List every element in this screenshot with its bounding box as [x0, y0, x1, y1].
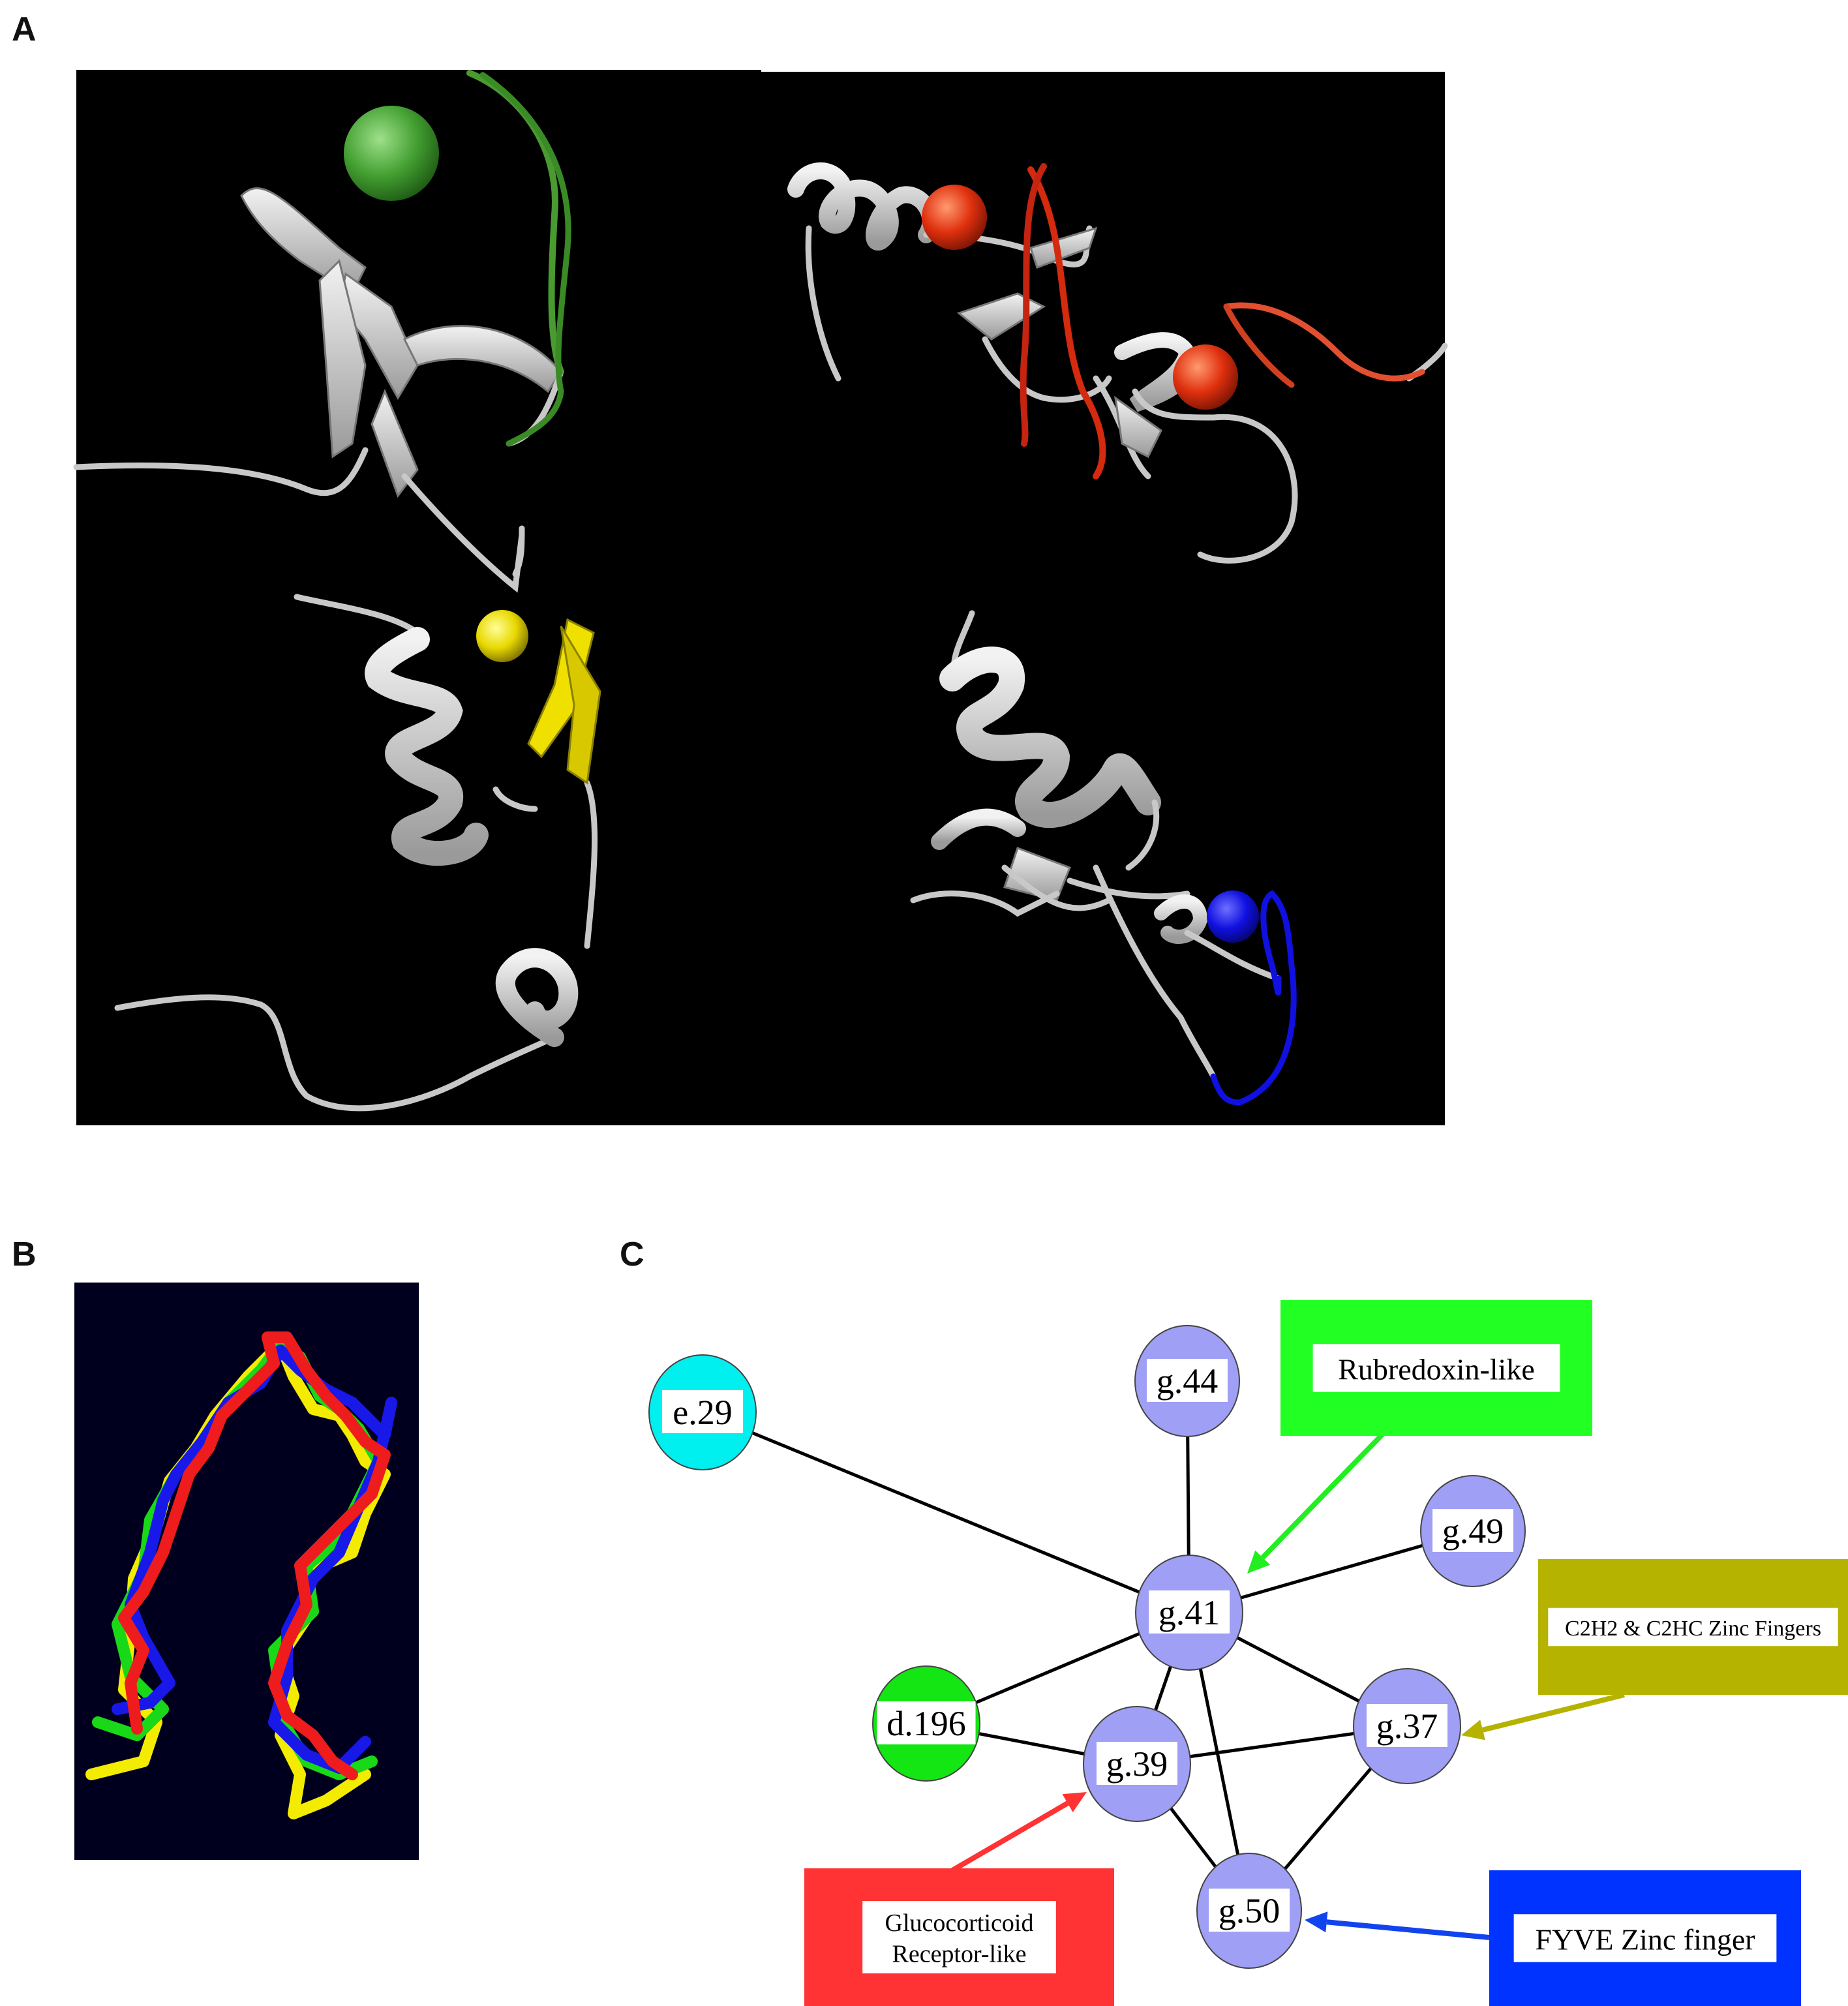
- annotation-label-background: [862, 1901, 1056, 1973]
- node-label: g.49: [1442, 1512, 1504, 1551]
- structure-top-right: [787, 162, 1448, 564]
- node-label-background: [662, 1390, 743, 1433]
- structure-bottom-right: [910, 610, 1297, 1106]
- network-nodes: e.29 g.44 g.49 g.41 d.196 g.39 g.37 g.50: [648, 1325, 1526, 1969]
- annotation-label-line: C2H2 & C2HC Zinc Fingers: [1565, 1617, 1821, 1641]
- node-label-background: [877, 1701, 976, 1744]
- metal-sphere-blue: [1207, 890, 1259, 943]
- node-e29: e.29: [648, 1354, 757, 1470]
- node-g41: g.41: [1135, 1555, 1243, 1671]
- annotation-label-line: FYVE Zinc finger: [1535, 1922, 1755, 1956]
- node-label-background: [1097, 1742, 1177, 1785]
- structure-top-left: [73, 70, 571, 593]
- arrow-glucocorticoid: [950, 1792, 1087, 1873]
- node-label-background: [1209, 1889, 1290, 1932]
- annotation-label-background: [1548, 1607, 1838, 1647]
- node-label-background: [1432, 1509, 1513, 1552]
- structure-bottom-left: [114, 525, 601, 1112]
- arrow-fyve: [1305, 1911, 1490, 1940]
- annotation-label-line: Glucocorticoid: [885, 1909, 1034, 1937]
- node-g37: g.37: [1353, 1668, 1461, 1784]
- node-label: g.41: [1159, 1593, 1220, 1632]
- panel-label-c: C: [620, 1236, 644, 1273]
- node-label: g.37: [1376, 1707, 1438, 1746]
- node-label: e.29: [673, 1393, 732, 1432]
- annotation-label-line: Rubredoxin-like: [1338, 1352, 1535, 1386]
- annotation-rubredoxin: Rubredoxin-like: [1280, 1300, 1592, 1436]
- node-label: g.50: [1219, 1891, 1280, 1930]
- node-label: g.44: [1157, 1361, 1219, 1401]
- annotation-label-background: [1513, 1914, 1777, 1962]
- edge-e29-g41: [702, 1410, 1190, 1615]
- arrow-rubredoxin: [1247, 1432, 1385, 1573]
- metal-sphere-yellow: [476, 610, 528, 662]
- arrow-c2h2: [1461, 1692, 1625, 1740]
- metal-sphere-green: [344, 106, 439, 201]
- node-g49: g.49: [1420, 1475, 1526, 1587]
- node-label: d.196: [886, 1704, 966, 1743]
- node-label-background: [1149, 1590, 1230, 1634]
- metal-sphere-red-1: [922, 185, 987, 250]
- metal-sphere-red-2: [1173, 344, 1238, 410]
- annotation-fyve: FYVE Zinc finger: [1489, 1870, 1801, 2006]
- panel-a-background-right: [759, 72, 1445, 1125]
- panel-a-background-left: [76, 70, 761, 1125]
- panel-label-a: A: [12, 10, 37, 48]
- annotation-label-line: Receptor-like: [892, 1941, 1026, 1968]
- panel-a-structures: [73, 70, 1448, 1125]
- node-d196: d.196: [872, 1665, 980, 1782]
- backbone-trace-red: [118, 1331, 391, 1780]
- node-label-background: [1147, 1359, 1228, 1402]
- network-arrows: [950, 1432, 1625, 1940]
- panel-b-superposition: [74, 1283, 419, 1860]
- node-g44: g.44: [1134, 1325, 1240, 1437]
- node-g39: g.39: [1083, 1706, 1191, 1822]
- annotation-c2h2: C2H2 & C2HC Zinc Fingers: [1538, 1559, 1848, 1695]
- node-label-background: [1367, 1704, 1447, 1747]
- annotation-label-background: [1312, 1344, 1560, 1392]
- node-g50: g.50: [1196, 1853, 1302, 1969]
- panel-label-b: B: [12, 1236, 37, 1273]
- node-label: g.39: [1106, 1744, 1168, 1784]
